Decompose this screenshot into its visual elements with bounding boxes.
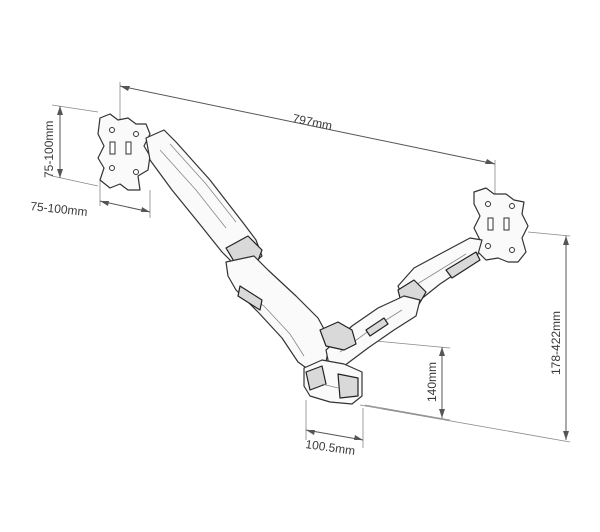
dim-height-range: 178-422mm bbox=[359, 231, 571, 443]
dim-vesa-vertical: 75-100mm bbox=[42, 104, 99, 187]
label-base-height: 140mm bbox=[425, 362, 439, 402]
dim-base-height: 140mm bbox=[364, 339, 451, 421]
wall-mount-base bbox=[303, 321, 363, 405]
left-lower-arm bbox=[225, 255, 331, 373]
vesa-plate-left bbox=[97, 113, 151, 191]
label-vesa-vertical: 75-100mm bbox=[42, 121, 56, 178]
label-height-range: 178-422mm bbox=[549, 311, 563, 375]
dim-base-width: 100.5mm bbox=[305, 400, 364, 458]
dim-vesa-horizontal: 75-100mm bbox=[30, 180, 151, 219]
right-upper-arm bbox=[397, 237, 483, 307]
label-vesa-horizontal: 75-100mm bbox=[30, 199, 89, 219]
label-base-width: 100.5mm bbox=[305, 437, 356, 458]
label-total-width: 797mm bbox=[291, 111, 333, 133]
left-upper-arm bbox=[145, 129, 263, 269]
vesa-plate-right bbox=[473, 187, 529, 263]
